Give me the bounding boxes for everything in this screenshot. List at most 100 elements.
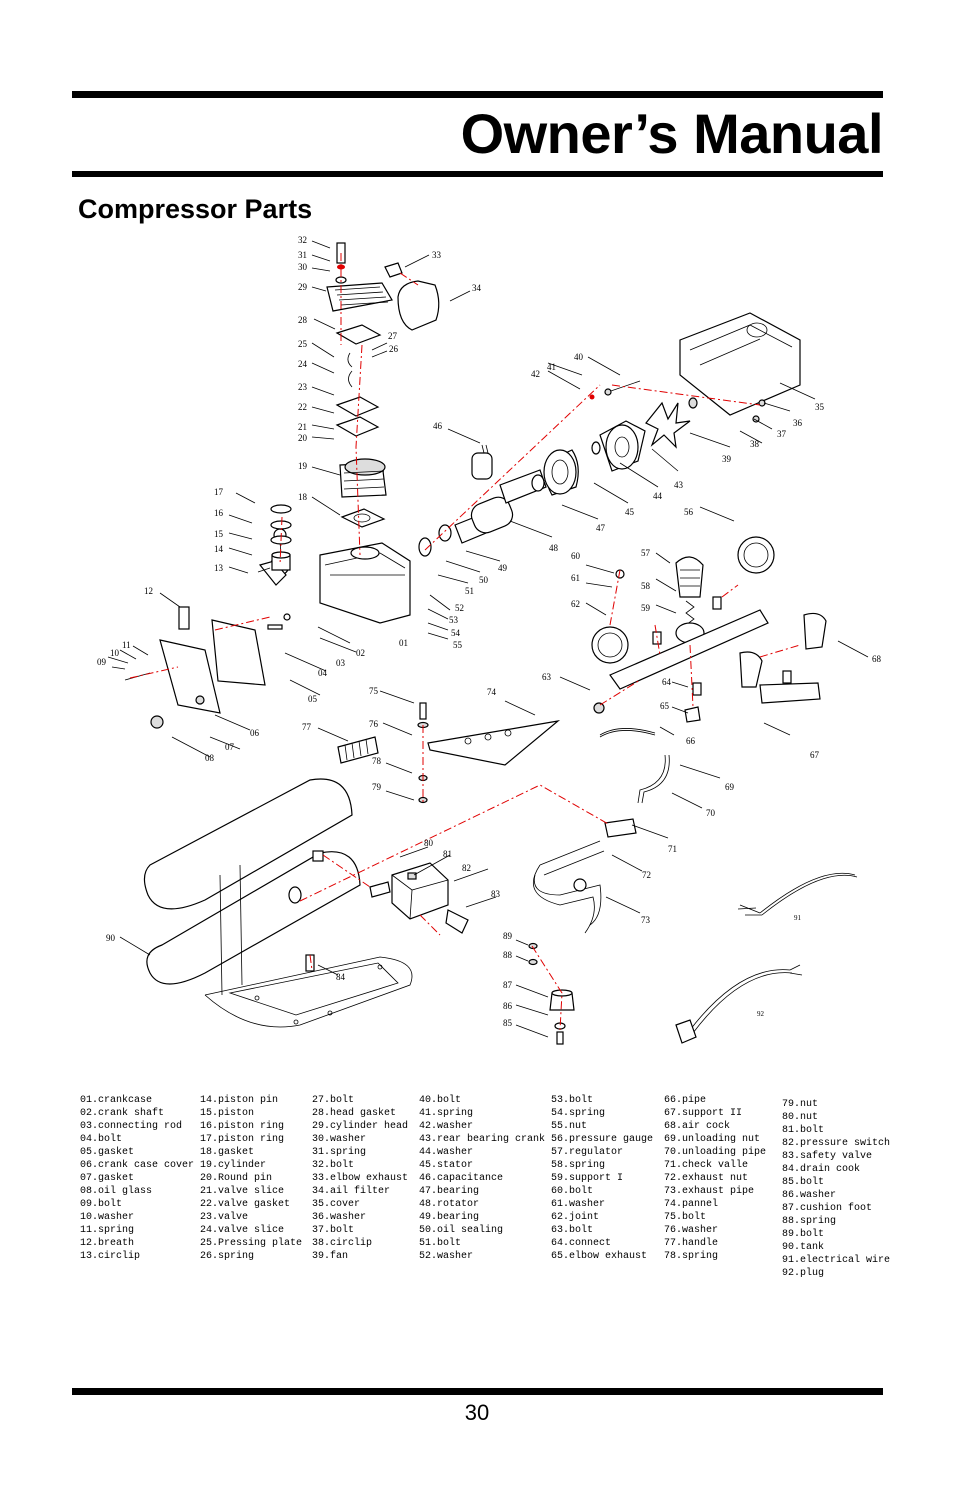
callout: 15 xyxy=(214,529,224,539)
part-item: 20.Round pin xyxy=(200,1173,273,1184)
part-item: 51.bolt xyxy=(419,1238,462,1249)
callout: 87 xyxy=(503,980,513,990)
callout: 80 xyxy=(424,838,434,848)
part-item: 21.valve slice xyxy=(200,1186,285,1197)
callout: 04 xyxy=(318,668,328,678)
callout: 05 xyxy=(308,694,318,704)
part-item: 38.circlip xyxy=(312,1238,373,1249)
part-item: 90.tank xyxy=(782,1242,825,1253)
callout: 63 xyxy=(542,672,552,682)
callout: 49 xyxy=(498,563,508,573)
part-item: 88.spring xyxy=(782,1216,837,1227)
part-item: 42.washer xyxy=(419,1121,474,1132)
callout: 30 xyxy=(298,262,308,272)
parts-list-column-5: 53.bolt 54.spring 55.nut 56.pressure gau… xyxy=(551,1094,653,1263)
callout: 46 xyxy=(433,421,443,431)
callout: 34 xyxy=(472,283,482,293)
part-item: 89.bolt xyxy=(782,1229,825,1240)
callout: 06 xyxy=(250,728,260,738)
part-item: 27.bolt xyxy=(312,1095,355,1106)
callout: 14 xyxy=(214,544,224,554)
callout: 60 xyxy=(571,551,581,561)
part-item: 47.bearing xyxy=(419,1186,480,1197)
part-item: 63.bolt xyxy=(551,1225,594,1236)
part-item: 23.valve xyxy=(200,1212,249,1223)
part-item: 39.fan xyxy=(312,1251,349,1262)
part-item: 57.regulator xyxy=(551,1147,624,1158)
part-item: 29.cylinder head xyxy=(312,1121,409,1132)
part-item: 78.spring xyxy=(664,1251,719,1262)
part-item: 50.oil sealing xyxy=(419,1225,504,1236)
callout: 75 xyxy=(369,686,379,696)
part-item: 83.safety valve xyxy=(782,1151,873,1162)
callout: 53 xyxy=(449,615,459,625)
part-item: 84.drain cook xyxy=(782,1164,861,1175)
part-item: 28.head gasket xyxy=(312,1108,397,1119)
part-item: 25.Pressing plate xyxy=(200,1238,303,1249)
part-item: 60.bolt xyxy=(551,1186,594,1197)
part-item: 72.exhaust nut xyxy=(664,1173,749,1184)
part-item: 79.nut xyxy=(782,1099,819,1110)
part-item: 52.washer xyxy=(419,1251,474,1262)
parts-list-column-3: 27.bolt 28.head gasket 29.cylinder head … xyxy=(312,1094,408,1263)
callout: 85 xyxy=(503,1018,513,1028)
part-item: 44.washer xyxy=(419,1147,474,1158)
part-item: 85.bolt xyxy=(782,1177,825,1188)
callout: 71 xyxy=(668,844,677,854)
panel-handle xyxy=(337,702,561,804)
part-item: 82.pressure switch xyxy=(782,1138,891,1149)
crankcase-assembly xyxy=(124,528,411,729)
callout: 69 xyxy=(725,782,735,792)
part-item: 04.bolt xyxy=(80,1134,123,1145)
callout: 59 xyxy=(641,603,651,613)
callout: 68 xyxy=(872,654,882,664)
page-title: Owner’s Manual xyxy=(460,102,884,165)
page-number: 30 xyxy=(464,1400,490,1425)
part-item: 64.connect xyxy=(551,1238,612,1249)
callout: 25 xyxy=(298,339,308,349)
callout: 23 xyxy=(298,382,308,392)
header-rule-bottom xyxy=(72,171,883,177)
part-item: 05.gasket xyxy=(80,1147,135,1158)
parts-list-column-4: 40.bolt 41.spring 42.washer 43.rear bear… xyxy=(419,1094,545,1263)
part-item: 12.breath xyxy=(80,1238,135,1249)
callout-labels: 01 03 02 04 05 06 07 08 09 10 11 12 13 1… xyxy=(97,235,882,1028)
callout: 33 xyxy=(432,250,442,260)
callout: 52 xyxy=(455,603,464,613)
part-item: 77.handle xyxy=(664,1238,719,1249)
part-item: 67.support II xyxy=(664,1108,743,1119)
callout: 65 xyxy=(660,701,670,711)
part-item: 59.support I xyxy=(551,1173,624,1184)
callout: 47 xyxy=(596,523,606,533)
callout: 40 xyxy=(574,352,584,362)
pressure-switch-assembly xyxy=(369,862,469,934)
assembly-guide-lines xyxy=(129,253,801,1031)
callout: 74 xyxy=(487,687,497,697)
callout: 16 xyxy=(214,508,224,518)
callout: 26 xyxy=(389,344,399,354)
part-item: 24.valve slice xyxy=(200,1225,285,1236)
part-item: 91.electrical wire xyxy=(782,1255,891,1266)
parts-list-column-1: 01.crankcase 02.crank shaft 03.connectin… xyxy=(80,1094,194,1263)
part-item: 53.bolt xyxy=(551,1095,594,1106)
part-item: 69.unloading nut xyxy=(664,1134,761,1145)
part-item: 14.piston pin xyxy=(200,1095,279,1106)
callout: 88 xyxy=(503,950,513,960)
callout: 35 xyxy=(815,402,825,412)
callout: 11 xyxy=(122,640,131,650)
callout: 51 xyxy=(465,586,474,596)
part-item: 46.capacitance xyxy=(419,1173,504,1184)
section-heading: Compressor Parts xyxy=(78,194,313,224)
footer-rule xyxy=(72,1388,883,1395)
callout: 02 xyxy=(356,648,365,658)
callout: 90 xyxy=(106,933,116,943)
part-item: 03.connecting rod xyxy=(80,1121,183,1132)
header-rule-top xyxy=(72,91,883,98)
part-item: 22.valve gasket xyxy=(200,1199,291,1210)
callout: 44 xyxy=(653,491,663,501)
part-item: 61.washer xyxy=(551,1199,606,1210)
part-item: 66.pipe xyxy=(664,1095,707,1106)
callout: 86 xyxy=(503,1001,513,1011)
callout: 10 xyxy=(110,648,120,658)
callout: 38 xyxy=(750,439,760,449)
